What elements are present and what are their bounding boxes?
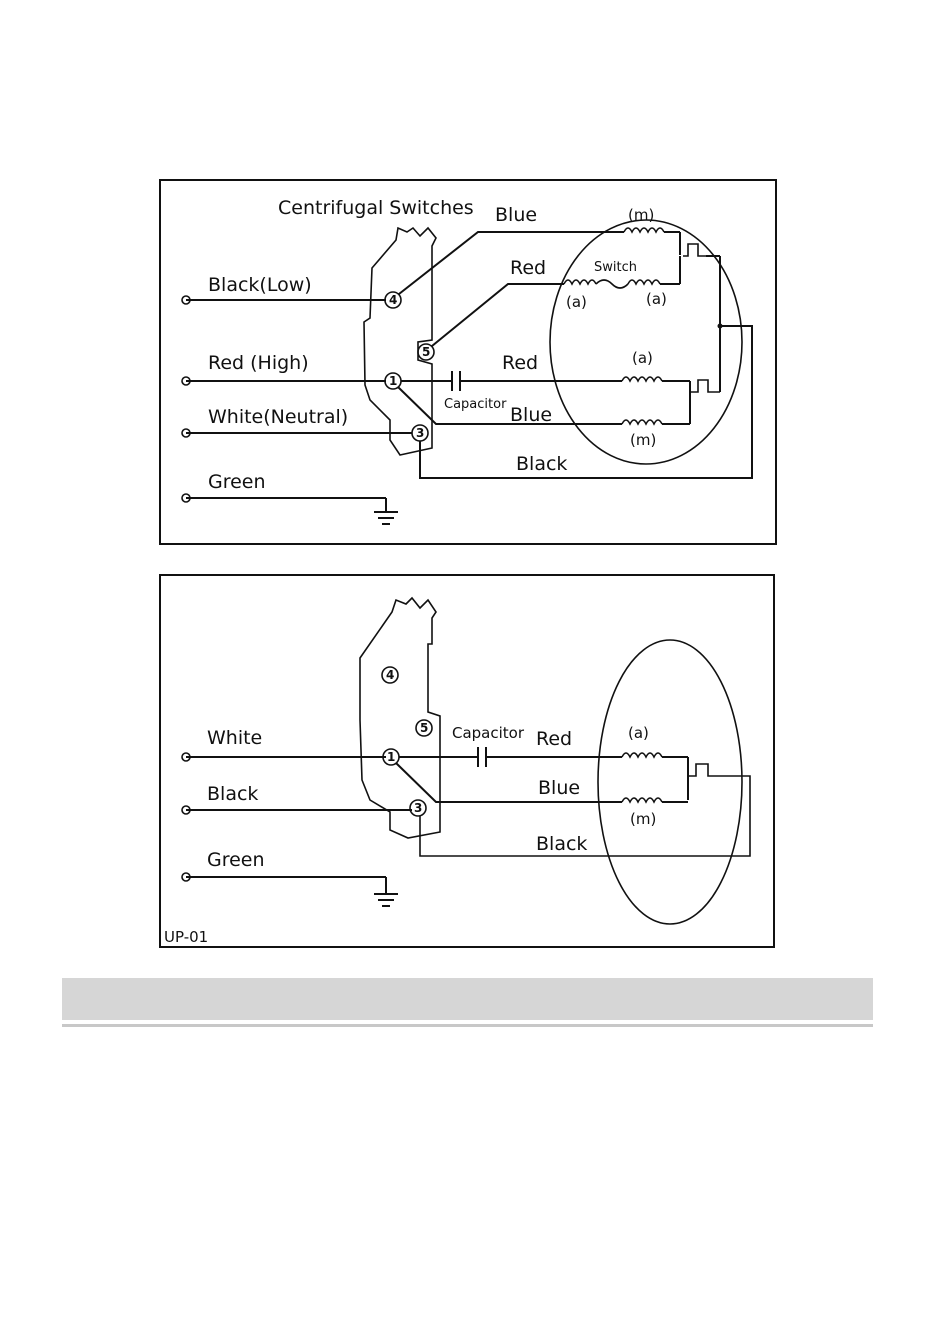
wire-label-blue-top: Blue [495,204,537,226]
label-black-low: Black(Low) [208,274,312,296]
terminal-1: 1 [389,374,397,388]
terminal-5: 5 [422,345,430,359]
wire-label-blue-2: Blue [538,777,580,799]
terminal-1-d2: 1 [387,750,395,764]
wire-label-black-2: Black [536,833,587,855]
capacitor-label-2: Capacitor [452,724,525,742]
terminal-4-d2: 4 [386,668,394,682]
wiring-diagram-1: Black(Low) Red (High) White(Neutral) Gre… [160,180,776,544]
label-white-neutral: White(Neutral) [208,406,348,428]
label-white: White [207,727,262,749]
wire-label-black-bottom: Black [516,453,567,475]
wiring-diagram-2: White Black Green 4 5 1 3 Capacitor Red … [160,575,774,947]
model-label: UP-01 [164,928,208,946]
coil-label-m-d2: (m) [630,810,656,828]
terminal-4: 4 [389,293,397,307]
coil-label-m-bottom: (m) [630,431,656,449]
coil-label-a-mid: (a) [632,349,653,367]
capacitor-label-1: Capacitor [444,397,507,412]
terminal-3-d2: 3 [414,801,422,815]
section-header-bar [62,978,873,1020]
coil-label-a-right: (a) [646,290,667,308]
terminal-3: 3 [416,426,424,440]
wiring-diagrams: Black(Low) Red (High) White(Neutral) Gre… [0,0,933,970]
coil-label-a-d2: (a) [628,724,649,742]
wire-label-blue-mid: Blue [510,404,552,426]
title-centrifugal-switches: Centrifugal Switches [278,197,474,219]
label-black: Black [207,783,258,805]
terminal-5-d2: 5 [420,721,428,735]
label-green-2: Green [207,849,265,871]
diagram-2-frame [160,575,774,947]
label-red-high: Red (High) [208,352,309,374]
wire-label-red-2: Red [536,728,572,750]
coil-label-a-left: (a) [566,293,587,311]
switch-label: Switch [594,260,637,275]
label-green: Green [208,471,266,493]
wire-label-red-mid: Red [502,352,538,374]
section-divider [62,1024,873,1027]
wire-label-red-top: Red [510,257,546,279]
